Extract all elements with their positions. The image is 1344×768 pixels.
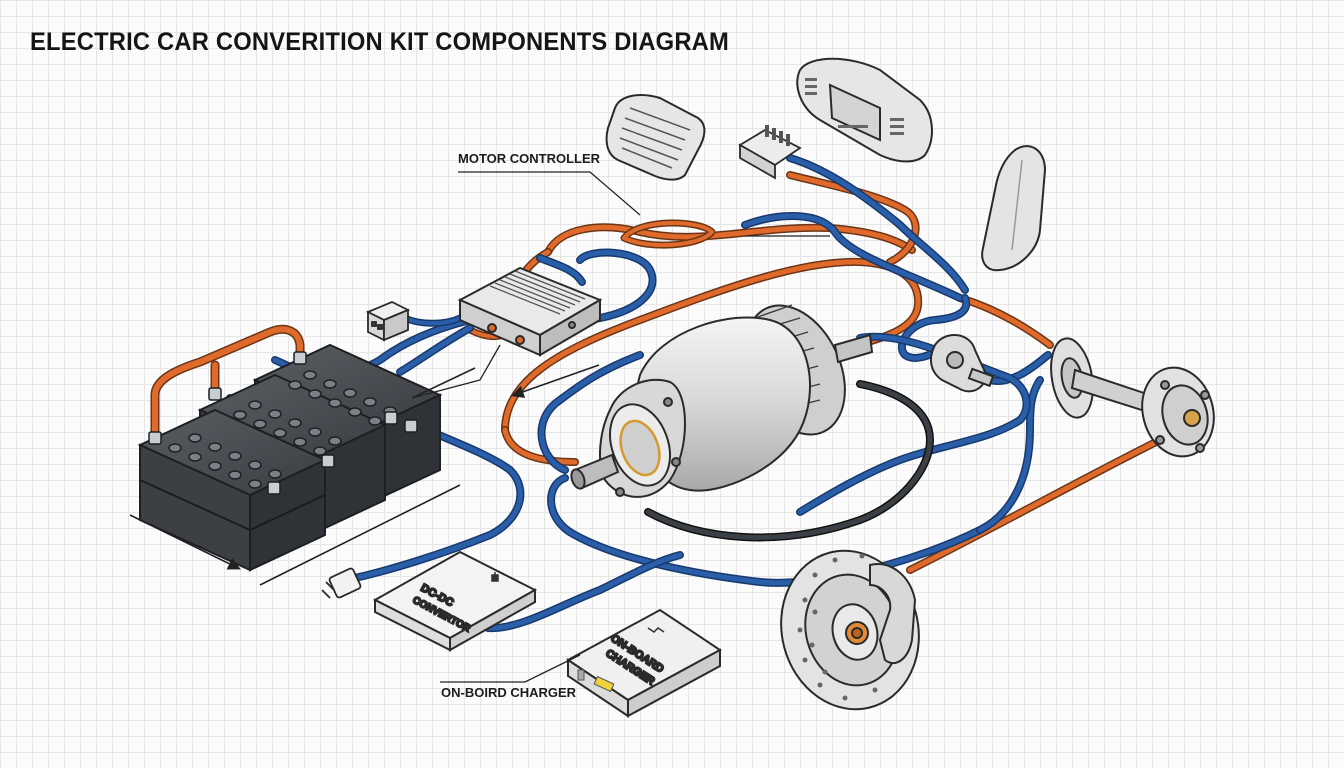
electric-motor [570, 304, 874, 498]
shaft-coupler [929, 334, 995, 393]
wiring-harness-connector [738, 125, 802, 180]
drive-axle [1050, 337, 1215, 458]
on-board-charger-callout: ON-BOIRD CHARGER [441, 685, 577, 700]
battery-pack [137, 343, 443, 572]
on-board-charger-leader [440, 654, 581, 683]
motor-feedback-cable [644, 380, 934, 542]
diagram-title: ELECTRIC CAR CONVERITION KIT COMPONENTS … [30, 28, 730, 56]
brake-disc-assembly [780, 549, 920, 711]
dashboard-display [796, 57, 933, 163]
controller-heatsink-fins [489, 270, 586, 315]
motion-indicator-lines [129, 364, 600, 586]
on-board-charger: ON-BOARD CHARGER [566, 608, 722, 718]
motor-controller-leader [458, 171, 641, 216]
dcdc-converter: DC-DC CONVERTOR [372, 550, 538, 652]
disc-drill-holes [797, 553, 878, 701]
battery-terminals [148, 351, 418, 495]
brake-pedal [981, 145, 1047, 272]
battery-cell-caps [168, 370, 397, 489]
controller-leader-2 [411, 344, 501, 399]
motor-controller-unit [457, 266, 603, 357]
accelerator-pedal [605, 94, 706, 181]
charging-plug [321, 567, 362, 599]
connector-block [365, 301, 411, 342]
motor-controller-callout: MOTOR CONTROLLER [458, 151, 601, 166]
callouts: MOTOR CONTROLLER ON-BOIRD CHARGER [411, 151, 830, 700]
wheel-hub [1141, 366, 1215, 458]
